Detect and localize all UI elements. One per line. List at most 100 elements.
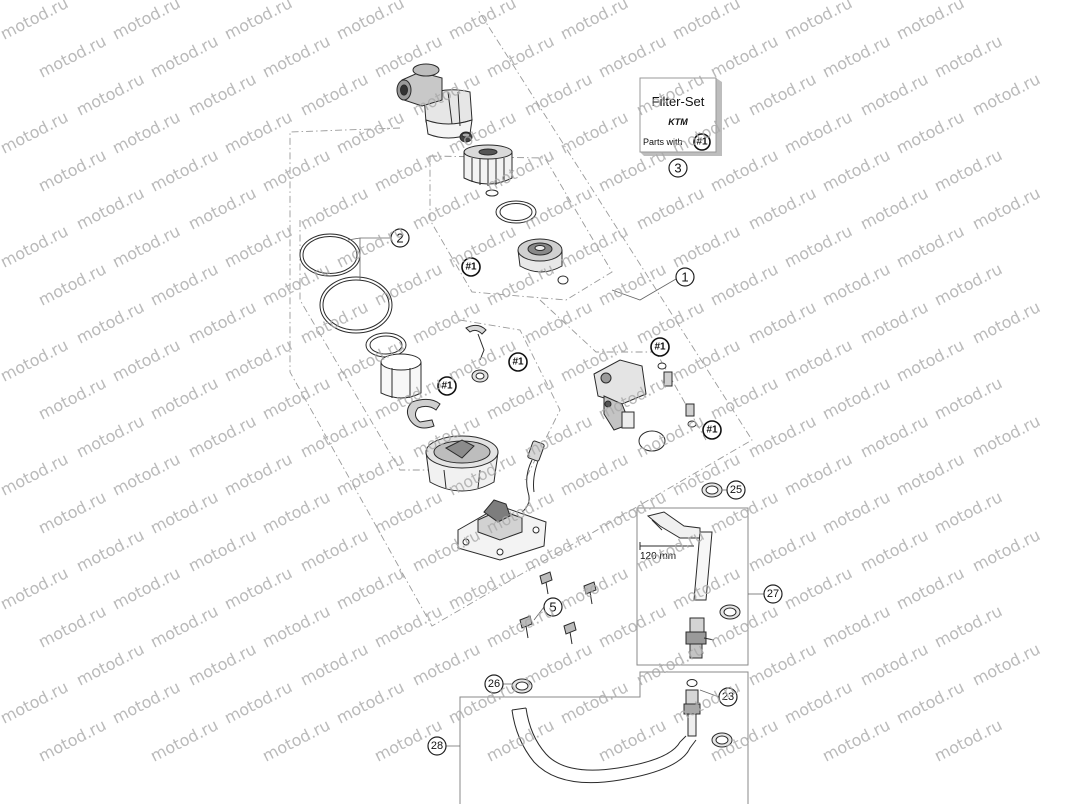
large-o-ring-part [495,200,537,224]
watermark-text: motod.ru [557,449,631,499]
callout-25-shape [726,480,746,500]
leader-lines-shape [699,689,720,698]
watermark-text: motod.ru [73,639,147,689]
small-clip-part [465,324,487,335]
callout-27: 27 [763,584,783,604]
hose-fitting-part-shape [685,689,699,705]
watermark-text: motod.ru [35,487,109,537]
watermark-text: motod.ru [931,259,1005,309]
assembly-outline-shape [289,9,753,627]
watermark-text: motod.ru [371,601,445,651]
watermark-text: motod.ru [297,639,371,689]
assembly-outline-shape [539,299,707,441]
watermark-text: motod.ru [259,31,333,81]
callout-1: 1 [675,267,695,287]
large-o-ring-part-shape [499,203,533,221]
watermark-text: motod.ru [35,715,109,765]
watermark-text: motod.ru [259,373,333,423]
watermark-text: motod.ru [333,107,407,157]
pump-flange-part-shape [483,499,511,523]
dimension-label: 120 mm [640,551,676,562]
watermark-text: motod.ru [409,639,483,689]
watermark-text: motod.ru [893,0,967,44]
hose-elbow-part-shape [646,511,701,539]
callout-5-shape [543,597,563,617]
watermark-text: motod.ru [781,449,855,499]
regulator-small-parts-shape [663,371,673,387]
hose-clamp-25-part [701,482,723,498]
watermark-text: motod.ru [781,335,855,385]
screw-part-shape [545,581,549,595]
callout-28-label: 28 [431,740,443,752]
watermark-text: motod.ru [819,487,893,537]
wire-connector-part-shape [527,440,545,462]
watermark-text: motod.ru [781,0,855,44]
watermark-text: motod.ru [147,601,221,651]
assembly-outline-shape [429,155,613,301]
regulator-body-part-shape [604,400,612,408]
leader-lines-shape [533,606,545,621]
watermark-text: motod.ru [221,677,295,727]
hose-elbow-part [646,511,701,539]
watermark-text: motod.ru [73,69,147,119]
watermark-text: motod.ru [73,525,147,575]
watermark-text: motod.ru [745,297,819,347]
watermark-text: motod.ru [969,411,1043,461]
marker-regulator-top: #1 [650,337,670,357]
watermark-text: motod.ru [557,107,631,157]
watermark-text: motod.ru [857,297,931,347]
watermark-text: motod.ru [35,373,109,423]
callout-26-shape [484,674,504,694]
connector-o-ring-part [686,679,698,687]
watermark-text: motod.ru [409,297,483,347]
watermark-text: motod.ru [819,145,893,195]
watermark-text: motod.ru [221,221,295,271]
watermark-text: motod.ru [259,487,333,537]
wire-connector-part-shape [521,459,533,513]
quick-connector-part-shape [703,637,715,641]
screw-part-shape [563,621,577,635]
regulator-body-part-shape [621,411,635,429]
hose-clamp-bottom-part [711,732,733,748]
watermark-text: motod.ru [595,259,669,309]
filter-set-box: Filter-Set KTM Parts with #1 [639,77,722,156]
pump-housing-part-shape [443,469,481,489]
watermark-text: motod.ru [445,221,519,271]
watermark-text: motod.ru [221,335,295,385]
quick-connector-part-shape [689,617,705,633]
watermark-text: motod.ru [557,221,631,271]
screw-part [519,615,533,639]
watermark-text: motod.ru [931,145,1005,195]
watermark-text: motod.ru [745,69,819,119]
watermark-text: motod.ru [371,145,445,195]
watermark-text: motod.ru [819,259,893,309]
small-o-ring-part [485,189,499,197]
pump-flange-part [457,499,547,561]
quick-connector-part [685,617,715,659]
watermark-text: motod.ru [0,677,71,727]
watermark-text: motod.ru [969,525,1043,575]
watermark-text: motod.ru [409,183,483,233]
watermark-text: motod.ru [185,411,259,461]
watermark-text: motod.ru [221,0,295,44]
marker-label: #1 [465,262,477,273]
screw-part-shape [583,581,597,595]
pump-head-part [396,63,473,139]
marker-regulator-top-shape [650,337,670,357]
screw-part-shape [539,571,553,585]
watermark-text: motod.ru [893,335,967,385]
watermark-text: motod.ru [745,183,819,233]
regulator-small-parts-shape [687,420,697,428]
watermark-text: motod.ru [35,259,109,309]
watermark-text: motod.ru [445,0,519,44]
regulator-cap-part [517,238,563,273]
watermark-text: motod.ru [931,601,1005,651]
callout-23: 23 [718,687,738,707]
regulator-small-parts-shape [685,403,695,417]
watermark-text: motod.ru [595,31,669,81]
watermark-text: motod.ru [669,0,743,44]
callout-27-shape [763,584,783,604]
watermark-text: motod.ru [297,69,371,119]
pump-flange-part-shape [496,548,504,556]
fuel-filter-part [463,144,513,186]
